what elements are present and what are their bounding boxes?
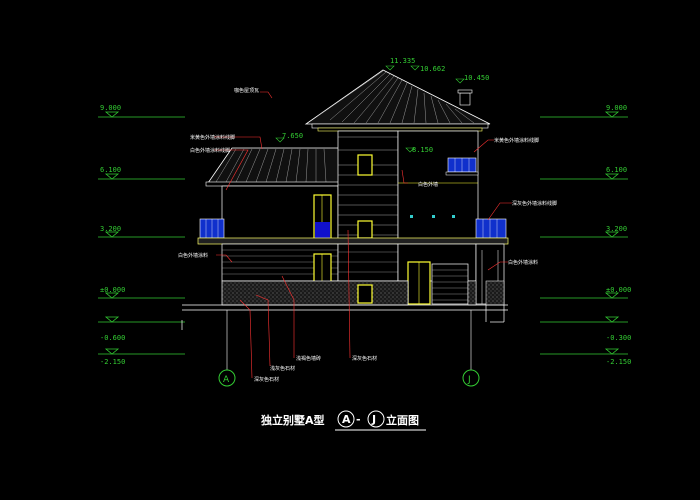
axis-label-a: A xyxy=(223,375,230,385)
level-label-left-9000: 9.000 xyxy=(100,104,121,112)
left-roof xyxy=(205,147,343,187)
note-base-3: 浅灰色石材 xyxy=(270,365,295,372)
axis-lines xyxy=(226,310,472,370)
level-lines-left xyxy=(98,116,185,355)
note-base-4: 深灰色石材 xyxy=(254,376,279,383)
ground-lines xyxy=(182,304,508,323)
ground-right-door xyxy=(407,261,469,305)
main-roof xyxy=(304,69,491,132)
right-balcony xyxy=(475,218,507,239)
tower-window-lower xyxy=(357,220,373,239)
title-dash: - xyxy=(356,413,361,426)
note-right-ground: 白色外墙涂料 xyxy=(508,259,538,266)
note-upper-right: 米黄色外墙涂料线脚 xyxy=(494,137,539,144)
note-left-ground: 白色外墙涂料 xyxy=(178,252,208,259)
title-bubble-a xyxy=(337,410,355,428)
level-label-left-0000: ±0.000 xyxy=(100,286,125,294)
peak-elev-5: 8.150 xyxy=(412,146,433,154)
upper-left-window xyxy=(313,194,332,240)
tower-siding xyxy=(338,136,398,236)
level-label-left-6100: 6.100 xyxy=(100,166,121,174)
peak-elev-4: 7.650 xyxy=(282,132,303,140)
level-label-right-3200: 3.200 xyxy=(606,225,627,233)
level-label-left-3200: 3.200 xyxy=(100,225,121,233)
upper-floor xyxy=(221,130,479,242)
left-balcony xyxy=(199,218,225,239)
title-axis-a: A xyxy=(342,413,351,426)
title-axis-j: J xyxy=(371,413,376,426)
upper-right-balcony xyxy=(445,157,479,176)
level-label-left-m0600: -0.600 xyxy=(100,334,125,342)
note-upper-left-1: 米黄色外墙涂料线脚 xyxy=(190,134,235,141)
title-bubble-j xyxy=(367,410,385,428)
cyan-vents xyxy=(410,215,455,218)
level-label-right-9000: 9.000 xyxy=(606,104,627,112)
peak-elev-2: 10.662 xyxy=(420,65,445,73)
note-base-2: 深灰色石材 xyxy=(352,355,377,362)
base-window xyxy=(357,284,373,304)
level-label-right-m2150: -2.150 xyxy=(606,358,631,366)
floor-band xyxy=(197,237,509,245)
note-white-wall: 白色外墙 xyxy=(418,181,438,188)
note-upper-left-2: 白色外墙涂料线脚 xyxy=(190,147,230,154)
axis-bubble-a xyxy=(218,369,236,387)
tower-window xyxy=(357,154,373,176)
axis-bubble-j xyxy=(462,369,480,387)
level-lines-right xyxy=(540,116,628,355)
note-base-1: 浅褐色墙砖 xyxy=(296,355,321,362)
note-right-balcony: 深灰色外墙涂料线脚 xyxy=(512,200,557,207)
level-markers xyxy=(104,111,620,355)
level-label-right-0000: ±0.000 xyxy=(606,286,631,294)
level-label-right-m0300: -0.300 xyxy=(606,334,631,342)
annotation-leaders xyxy=(214,91,512,379)
drawing-title-suffix: 立面图 xyxy=(386,413,419,427)
drawing-title-main: 独立别墅A型 xyxy=(260,413,325,427)
level-label-left-m2150: -2.150 xyxy=(100,358,125,366)
axis-label-j: J xyxy=(467,375,471,385)
note-roof-tile: 咖色屋顶瓦 xyxy=(234,87,259,94)
peak-elev-3: 10.450 xyxy=(464,74,489,82)
peak-elev-1: 11.335 xyxy=(390,57,415,65)
peak-markers xyxy=(275,65,465,153)
level-label-right-6100: 6.100 xyxy=(606,166,627,174)
